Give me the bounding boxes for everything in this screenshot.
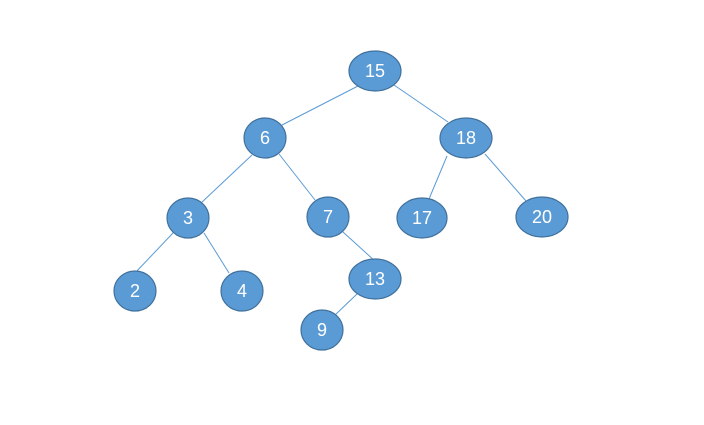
node-9: 9 [300, 309, 344, 351]
edge-18-17 [428, 155, 448, 200]
node-label: 15 [365, 61, 385, 81]
node-label: 3 [183, 208, 193, 228]
node-label: 9 [317, 320, 327, 340]
node-label: 18 [456, 128, 476, 148]
node-18: 18 [439, 117, 493, 159]
node-label: 4 [237, 281, 247, 301]
edge-15-18 [393, 84, 449, 123]
edge-18-20 [484, 153, 527, 202]
node-6: 6 [243, 117, 287, 159]
node-label: 7 [323, 207, 333, 227]
node-13: 13 [348, 258, 402, 300]
node-7: 7 [306, 196, 350, 238]
tree-nodes: 15 6 18 3 7 17 20 2 [113, 50, 569, 351]
node-20: 20 [515, 196, 569, 238]
edge-15-6 [281, 85, 359, 126]
node-2: 2 [113, 270, 157, 312]
edge-3-2 [134, 232, 174, 274]
node-label: 17 [412, 208, 432, 228]
edge-7-13 [342, 231, 377, 263]
edge-6-3 [200, 154, 253, 204]
node-4: 4 [220, 270, 264, 312]
node-17: 17 [396, 197, 448, 239]
node-3: 3 [166, 197, 210, 239]
node-label: 6 [260, 128, 270, 148]
edge-6-7 [278, 153, 316, 201]
node-15: 15 [348, 50, 402, 92]
edge-13-9 [333, 293, 358, 317]
node-label: 13 [365, 269, 385, 289]
node-label: 2 [130, 281, 140, 301]
node-label: 20 [532, 207, 552, 227]
edge-3-4 [203, 232, 230, 274]
tree-edges [134, 84, 527, 317]
